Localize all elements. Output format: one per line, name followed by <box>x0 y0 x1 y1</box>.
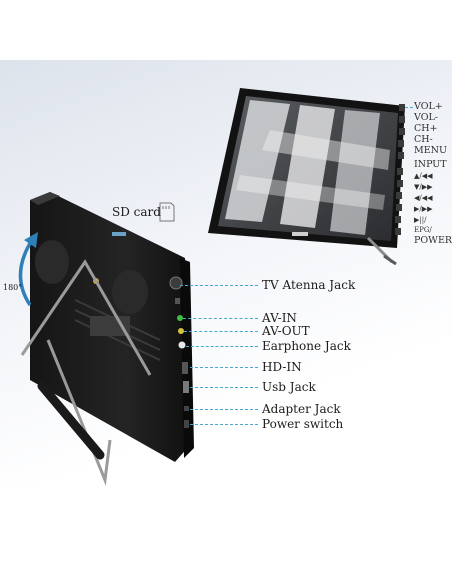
sd-card-icon <box>159 202 175 222</box>
rear-tv <box>20 192 194 486</box>
ch-plus-label: CH+ <box>414 123 438 134</box>
front-tv <box>208 88 405 266</box>
ch-minus-label: CH- <box>414 134 433 145</box>
hd-in-label: HD-IN <box>262 360 302 374</box>
tv-antenna-leader <box>180 285 258 286</box>
right-next-label: ▶/▶▶ <box>414 205 433 213</box>
power-switch-leader <box>190 424 258 425</box>
av-out-label: AV-OUT <box>262 324 310 338</box>
earphone-leader <box>186 346 258 347</box>
hd-in-leader <box>190 367 258 368</box>
av-in-leader <box>183 318 258 319</box>
vol-plus-label: VOL+ <box>414 101 443 112</box>
adapter-label: Adapter Jack <box>262 402 341 416</box>
earphone-label: Earphone Jack <box>262 339 351 353</box>
down-ff-label: ▼/▶▶ <box>414 183 433 191</box>
power-switch-label: Power switch <box>262 417 344 431</box>
usb-label: Usb Jack <box>262 380 316 394</box>
usb-leader <box>190 387 258 388</box>
menu-label: MENU <box>414 145 447 156</box>
rotation-label: 180° <box>3 283 23 292</box>
vol-minus-label: VOL- <box>414 112 439 123</box>
epg-label: EPG/ <box>414 226 432 234</box>
input-label: INPUT <box>414 159 447 170</box>
sd-card-label: SD card <box>112 205 161 219</box>
vol-plus-leader <box>405 107 413 108</box>
tv-antenna-label: TV Atenna Jack <box>262 278 356 292</box>
left-prev-label: ◀/◀◀ <box>414 194 433 202</box>
play-pause-label: ▶||/ <box>414 216 427 224</box>
av-in-label: AV-IN <box>262 311 297 325</box>
adapter-leader <box>190 409 258 410</box>
power-label: POWER <box>414 235 452 246</box>
up-rew-label: ▲/◀◀ <box>414 172 433 180</box>
rotation-arrow-icon <box>18 232 38 306</box>
av-out-leader <box>184 331 258 332</box>
